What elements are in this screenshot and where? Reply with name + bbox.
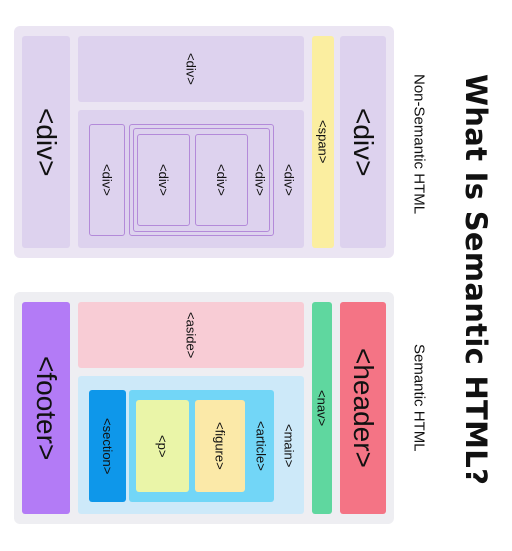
article-label: <article> <box>253 421 269 471</box>
diagram-title: What Is Semantic HTML? <box>459 74 493 486</box>
header-block: <header> <box>340 302 386 514</box>
div-block-top: <div> <box>78 36 304 102</box>
main-label: <main> <box>281 424 297 468</box>
paragraph-block: <p> <box>136 400 189 492</box>
non-semantic-caption: Non-Semantic HTML <box>410 73 428 215</box>
aside-block: <aside> <box>78 302 304 368</box>
div-box-a: <div> <box>195 134 248 226</box>
div-box-b: <div> <box>137 134 190 226</box>
section-block: <section> <box>89 390 126 502</box>
footer-block: <footer> <box>22 302 70 514</box>
div-block-container <box>78 110 304 248</box>
div-outline-outer-label: <div> <box>281 164 297 196</box>
nav-block: <nav> <box>312 302 332 514</box>
figure-block: <figure> <box>195 400 245 492</box>
span-block: <span> <box>312 36 334 248</box>
semantic-caption: Semantic HTML <box>410 344 428 452</box>
div-outline-inner-label: <div> <box>252 164 268 196</box>
div-block-right: <div> <box>340 36 386 248</box>
div-outline-outer <box>129 124 274 236</box>
div-box-small: <div> <box>89 124 125 236</box>
div-block-left: <div> <box>22 36 70 248</box>
div-outline-inner <box>133 128 270 232</box>
